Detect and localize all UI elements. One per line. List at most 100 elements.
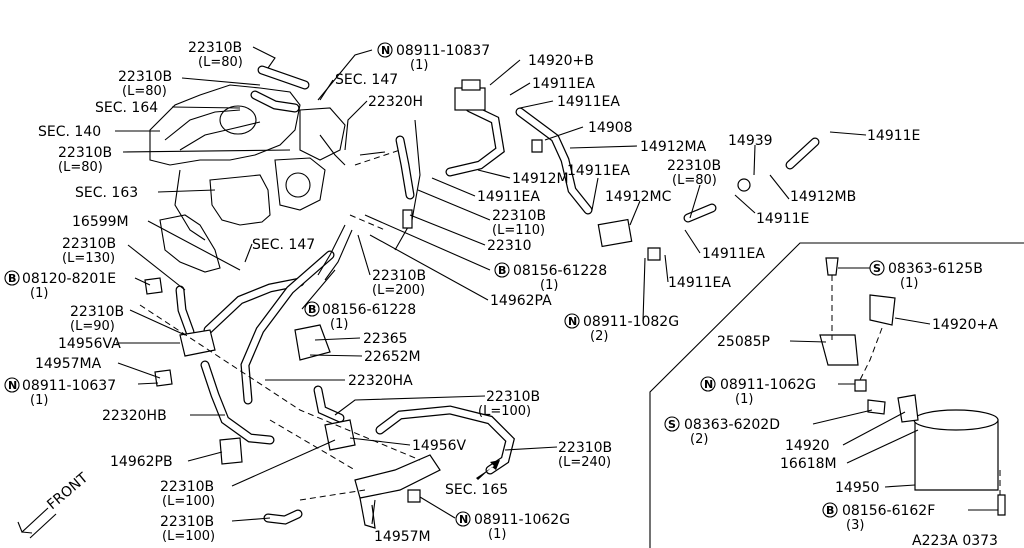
label-08156-61228-2: 08156-61228: [322, 302, 416, 318]
svg-text:(1): (1): [30, 393, 48, 408]
label-14908: 14908: [588, 120, 633, 136]
svg-text:N: N: [8, 379, 17, 392]
svg-text:(L=80): (L=80): [672, 173, 717, 188]
sec165-arrow: [476, 460, 500, 480]
label-sec147-top: SEC. 147: [335, 72, 398, 88]
label-14912mc: 14912MC: [605, 189, 672, 205]
svg-text:(3): (3): [846, 518, 864, 533]
components: [144, 79, 1006, 529]
svg-text:B: B: [826, 504, 834, 517]
label-22310b-8: 22310B: [70, 304, 124, 320]
label-14920b: 14920+B: [528, 53, 594, 69]
label-08120-8201e: 08120-8201E: [22, 271, 116, 287]
dashed-lines: [139, 149, 1001, 501]
svg-text:(L=100): (L=100): [162, 494, 215, 509]
svg-text:(1): (1): [410, 58, 428, 73]
label-22310b-9: 22310B: [486, 389, 540, 405]
label-22310: 22310: [487, 238, 532, 254]
label-22310b-12: 22310B: [160, 514, 214, 530]
svg-text:N: N: [459, 513, 468, 526]
label-08363-6125b: 08363-6125B: [888, 261, 983, 277]
svg-text:(L=110): (L=110): [492, 223, 545, 238]
label-sec147-mid: SEC. 147: [252, 237, 315, 253]
label-14939: 14939: [728, 133, 773, 149]
label-14957m: 14957M: [374, 529, 431, 545]
label-22652m: 22652M: [364, 349, 421, 365]
svg-text:(L=80): (L=80): [198, 55, 243, 70]
label-08911-10637: 08911-10637: [22, 378, 116, 394]
svg-text:(L=130): (L=130): [62, 251, 115, 266]
svg-text:N: N: [381, 44, 390, 57]
label-14911ea-1: 14911EA: [532, 76, 595, 92]
label-22320h: 22320H: [368, 94, 423, 110]
label-22310b-10: 22310B: [558, 440, 612, 456]
svg-text:N: N: [568, 315, 577, 328]
circled-symbols: N B B B N N N S N S B: [4, 42, 885, 527]
svg-text:(L=80): (L=80): [122, 84, 167, 99]
vacuum-hoses: [175, 65, 820, 525]
label-08911-10837: 08911-10837: [396, 43, 490, 59]
svg-text:(L=200): (L=200): [372, 283, 425, 298]
label-08156-61228-1: 08156-61228: [513, 263, 607, 279]
front-arrow: [17, 507, 57, 539]
label-14957ma: 14957MA: [35, 356, 102, 372]
label-22310b-6: 22310B: [62, 236, 116, 252]
label-22365: 22365: [363, 331, 408, 347]
label-14912ma: 14912MA: [640, 139, 707, 155]
label-22310b-5: 22310B: [492, 208, 546, 224]
label-25085p: 25085P: [717, 334, 770, 350]
svg-text:B: B: [498, 264, 506, 277]
svg-text:(L=90): (L=90): [70, 319, 115, 334]
label-22310b-2: 22310B: [118, 69, 172, 85]
label-14911e-1: 14911E: [867, 128, 920, 144]
svg-text:(2): (2): [690, 432, 708, 447]
svg-text:(L=100): (L=100): [478, 404, 531, 419]
label-14956va: 14956VA: [58, 336, 121, 352]
svg-text:(L=240): (L=240): [558, 455, 611, 470]
label-16599m: 16599M: [72, 214, 129, 230]
svg-text:(L=80): (L=80): [58, 160, 103, 175]
label-sec163: SEC. 163: [75, 185, 138, 201]
svg-text:S: S: [873, 262, 881, 275]
label-14962pa: 14962PA: [490, 293, 552, 309]
svg-text:B: B: [8, 272, 16, 285]
label-sec165: SEC. 165: [445, 482, 508, 498]
diagram-code: A223A 0373: [912, 533, 998, 548]
label-22310b-1: 22310B: [188, 40, 242, 56]
part-labels: 22310B (L=80) 08911-10837 (1) 14920+B 22…: [22, 40, 998, 548]
label-14911ea-5: 14911EA: [702, 246, 765, 262]
svg-text:N: N: [704, 378, 713, 391]
label-14950: 14950: [835, 480, 880, 496]
label-14920: 14920: [785, 438, 830, 454]
svg-text:B: B: [308, 303, 316, 316]
label-22320ha: 22320HA: [348, 373, 413, 389]
label-14911ea-3: 14911EA: [567, 163, 630, 179]
svg-text:(1): (1): [735, 392, 753, 407]
label-08156-6162f: 08156-6162F: [842, 503, 935, 519]
label-14956v: 14956V: [412, 438, 467, 454]
label-14920a: 14920+A: [932, 317, 998, 333]
label-08911-1062g-1: 08911-1062G: [474, 512, 570, 528]
svg-text:(L=100): (L=100): [162, 529, 215, 544]
label-22310b-11: 22310B: [160, 479, 214, 495]
label-22310b-7: 22310B: [372, 268, 426, 284]
label-14912m: 14912M: [512, 171, 569, 187]
svg-text:(1): (1): [30, 286, 48, 301]
label-22310b-4: 22310B: [667, 158, 721, 174]
inset-frame: [649, 242, 1024, 548]
label-14912mb: 14912MB: [790, 189, 856, 205]
label-22320hb: 22320HB: [102, 408, 167, 424]
label-08363-6202d: 08363-6202D: [684, 417, 780, 433]
svg-text:(2): (2): [590, 329, 608, 344]
svg-text:(1): (1): [330, 317, 348, 332]
label-14911ea-2: 14911EA: [557, 94, 620, 110]
label-22310b-3: 22310B: [58, 145, 112, 161]
label-front: FRONT: [44, 470, 91, 513]
label-14911e-2: 14911E: [756, 211, 809, 227]
svg-text:S: S: [668, 418, 676, 431]
label-sec140: SEC. 140: [38, 124, 101, 140]
label-14911ea-4: 14911EA: [477, 189, 540, 205]
leader-lines: [115, 46, 998, 525]
